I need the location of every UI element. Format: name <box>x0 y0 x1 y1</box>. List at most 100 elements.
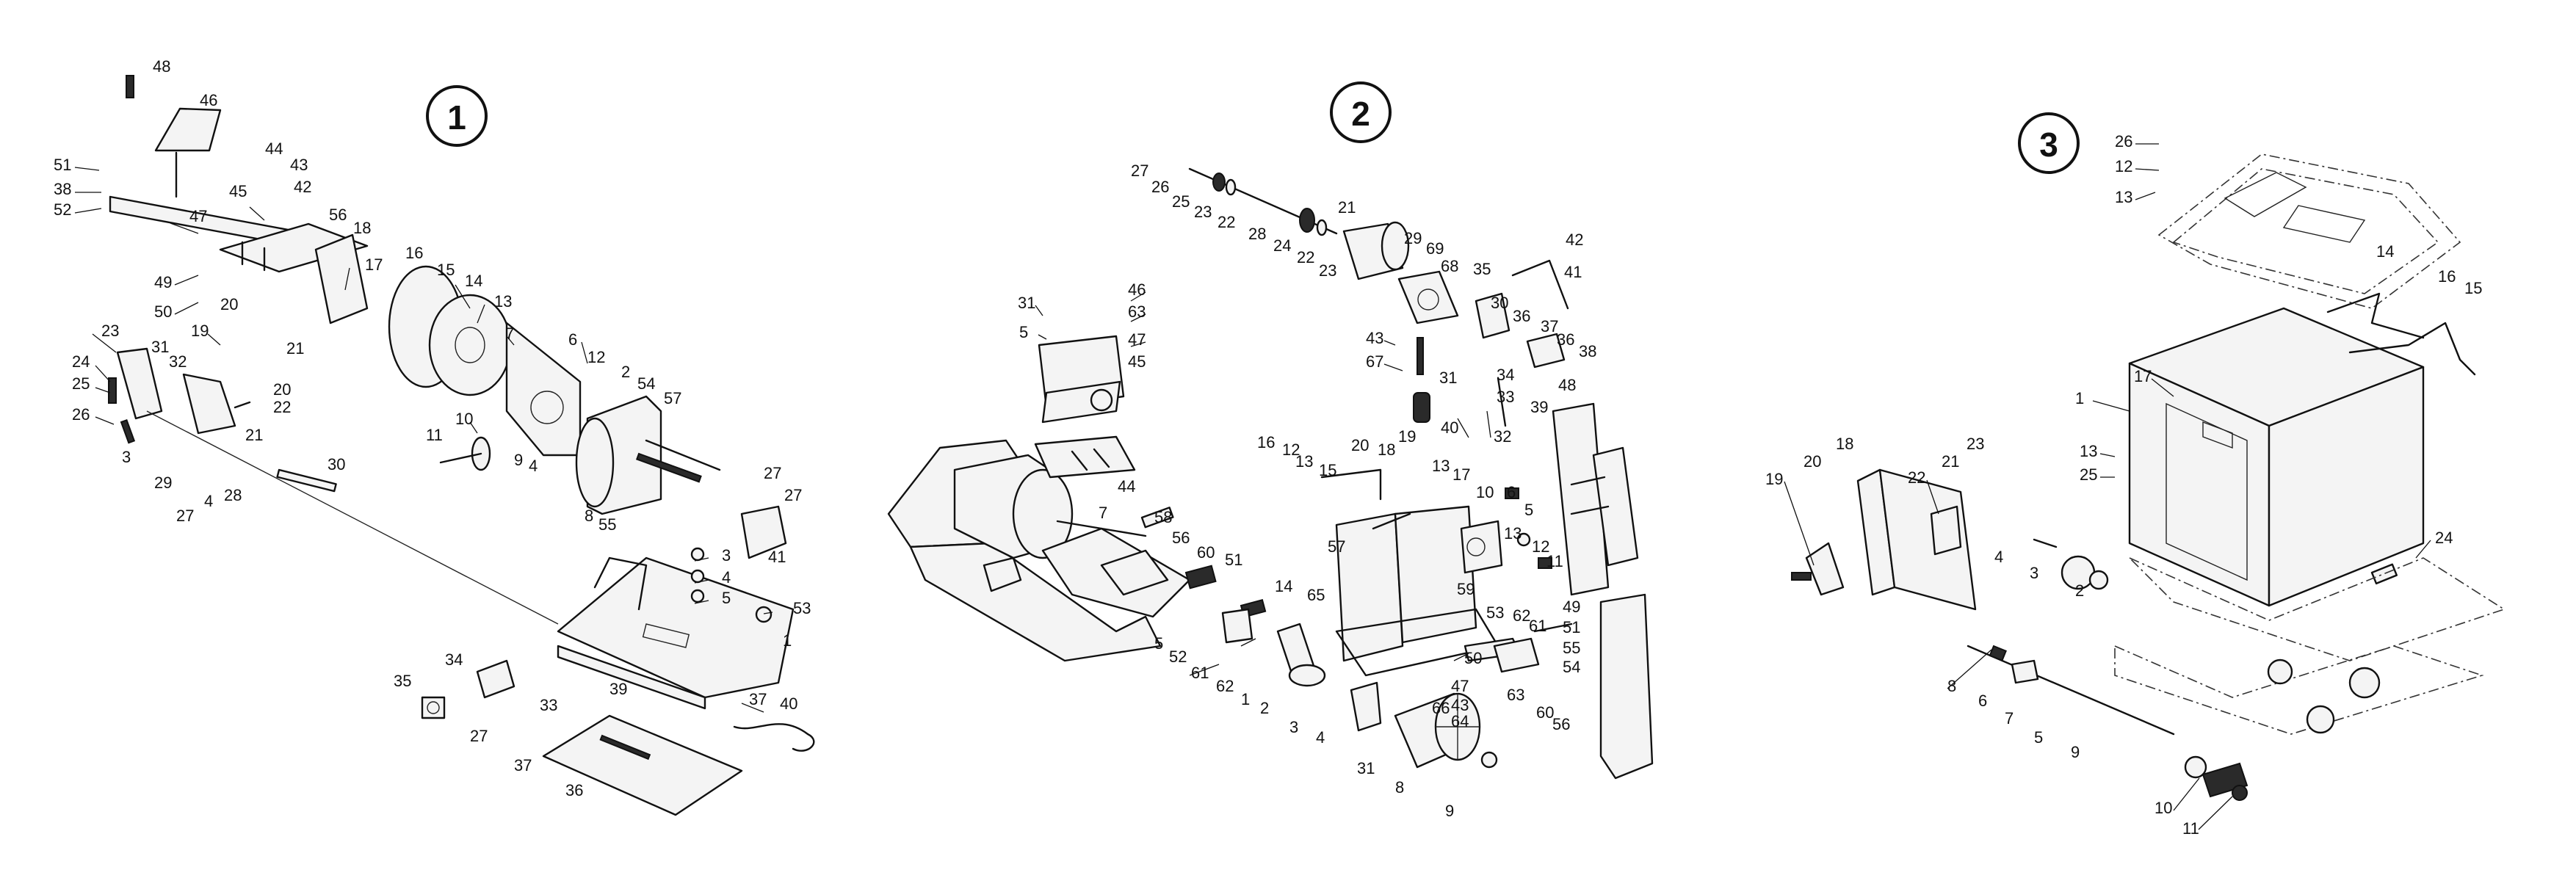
callout-42: 42 <box>294 178 311 196</box>
callout-5: 5 <box>722 589 731 607</box>
callout-54: 54 <box>1563 658 1580 676</box>
callout-31-b: 31 <box>1439 369 1457 387</box>
callout-47: 47 <box>1128 330 1146 349</box>
callout-44: 44 <box>265 139 283 158</box>
callout-46: 46 <box>1128 280 1146 299</box>
callout-68: 68 <box>1441 257 1458 275</box>
callout-2: 2 <box>1260 699 1269 717</box>
bracket-assembly <box>108 347 251 444</box>
callout-27: 27 <box>1131 162 1148 180</box>
callout-40: 40 <box>1441 418 1458 437</box>
callout-53: 53 <box>793 599 811 617</box>
callout-20-b: 20 <box>273 380 291 399</box>
panel-2: 2 <box>887 81 1654 820</box>
callout-4-b: 4 <box>529 457 538 475</box>
panel-badge: 1 <box>426 85 488 147</box>
shaft-30 <box>146 410 559 625</box>
callout-65: 65 <box>1307 586 1325 604</box>
callout-56: 56 <box>1172 529 1190 547</box>
callout-32: 32 <box>1494 427 1511 446</box>
callout-25: 25 <box>72 374 90 393</box>
callout-20: 20 <box>1351 436 1369 454</box>
callout-42: 42 <box>1566 231 1583 249</box>
callout-13-c: 13 <box>1504 524 1522 543</box>
drum-21 <box>1342 221 1410 280</box>
spindle-shaft <box>1188 167 1338 236</box>
callout-63: 63 <box>1128 302 1146 321</box>
callout-8: 8 <box>1947 677 1956 695</box>
panel-1: 1 <box>54 57 815 816</box>
callout-3: 3 <box>1289 718 1298 736</box>
callout-4: 4 <box>1994 548 2003 566</box>
callout-33: 33 <box>540 696 557 714</box>
callout-59: 59 <box>1457 580 1475 598</box>
callout-25: 25 <box>1172 192 1190 211</box>
callout-17: 17 <box>2134 367 2152 385</box>
callout-55: 55 <box>1563 639 1580 657</box>
callout-22: 22 <box>1218 213 1235 231</box>
callout-47: 47 <box>189 207 207 225</box>
callout-11: 11 <box>2182 819 2199 838</box>
callout-62: 62 <box>1216 677 1234 695</box>
callout-45: 45 <box>1128 352 1146 371</box>
callout-43: 43 <box>290 156 308 174</box>
callout-15: 15 <box>437 261 455 279</box>
callout-57: 57 <box>1328 537 1345 556</box>
callout-13-b: 13 <box>1432 457 1450 475</box>
callout-67: 67 <box>1366 352 1383 371</box>
callout-10: 10 <box>2154 799 2172 817</box>
callout-4-c: 4 <box>722 568 731 587</box>
callout-35: 35 <box>1473 260 1491 278</box>
callout-22-b: 22 <box>1297 248 1314 266</box>
callout-28: 28 <box>1248 225 1266 243</box>
assembled-machine <box>887 439 1191 662</box>
axle-assembly <box>1967 538 2248 801</box>
callout-30: 30 <box>1491 294 1508 312</box>
right-small-parts <box>1372 487 1573 673</box>
callout-12: 12 <box>587 348 605 366</box>
callout-38: 38 <box>1579 342 1596 360</box>
bottom-plate <box>542 714 743 816</box>
callout-36: 36 <box>565 781 583 799</box>
table-assembly <box>109 75 369 324</box>
lower-brackets <box>1140 507 1522 732</box>
leaders-panel-1 <box>74 167 773 713</box>
callout-27-d: 27 <box>470 727 488 745</box>
callout-1: 1 <box>1241 690 1250 708</box>
callout-8: 8 <box>585 507 593 525</box>
callout-16: 16 <box>1257 433 1275 451</box>
callout-21: 21 <box>1942 452 1959 471</box>
callout-23: 23 <box>101 322 119 340</box>
callout-11: 11 <box>1546 552 1563 570</box>
wire-handles <box>2326 292 2476 376</box>
callout-60: 60 <box>1197 543 1215 562</box>
callout-15: 15 <box>1319 461 1336 479</box>
callout-49: 49 <box>154 273 172 291</box>
callout-52: 52 <box>54 200 71 219</box>
callout-18: 18 <box>353 219 371 237</box>
callout-50: 50 <box>154 302 172 321</box>
panel-3: 3 <box>1765 112 2506 838</box>
callout-34: 34 <box>445 650 463 669</box>
callout-43: 43 <box>1366 329 1383 347</box>
callout-49: 49 <box>1563 598 1580 616</box>
callout-50: 50 <box>1464 649 1482 667</box>
callout-56: 56 <box>329 206 347 224</box>
callout-27: 27 <box>176 507 194 525</box>
callout-27-b: 27 <box>764 464 781 482</box>
callout-51: 51 <box>1225 551 1242 569</box>
leaders-panel-3 <box>1784 143 2431 830</box>
callout-21: 21 <box>1338 198 1356 217</box>
callout-40: 40 <box>780 694 797 713</box>
callout-35: 35 <box>394 672 411 690</box>
callout-48: 48 <box>153 57 170 76</box>
callout-45: 45 <box>229 182 247 200</box>
callout-3-b: 3 <box>722 546 731 565</box>
callout-19: 19 <box>191 322 209 340</box>
callout-4: 4 <box>1316 728 1325 747</box>
side-panel <box>1791 468 1977 611</box>
callout-3: 3 <box>122 448 131 466</box>
callout-41: 41 <box>768 548 786 566</box>
panel-badge: 2 <box>1330 81 1392 143</box>
